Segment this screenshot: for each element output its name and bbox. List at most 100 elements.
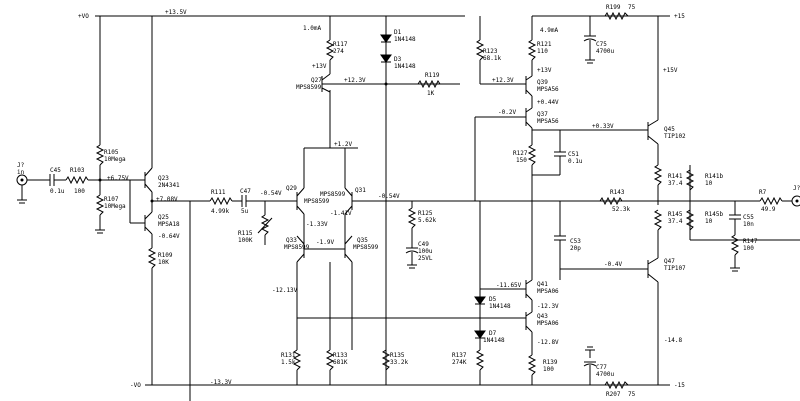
pos-rail-label: +VO — [78, 13, 89, 20]
q23-ref: Q23 — [158, 175, 169, 182]
r143: R143 52.3k — [599, 189, 630, 213]
minus15-rail: -15 — [532, 380, 685, 390]
q29: Q29 MPS8599 — [286, 185, 330, 215]
c77-ref: C77 — [596, 364, 607, 371]
r145: R145 37.4 — [653, 209, 683, 231]
q29-val: MPS8599 — [304, 198, 330, 205]
neg-rail-voltage: -13.3V — [210, 379, 232, 386]
q43: Q43 MPSA06 — [525, 311, 559, 333]
r7-ref: R7 — [759, 189, 767, 196]
q35-ref: Q35 — [357, 237, 368, 244]
r105: R105 10Mega — [95, 144, 126, 166]
c55-val: 10n — [743, 221, 754, 228]
c45-val: 0.1u — [50, 188, 65, 195]
r199-ref: R199 — [606, 4, 621, 11]
d7-ref: D7 — [489, 330, 497, 337]
r143-val: 52.3k — [612, 206, 630, 213]
r141-ref: R141 — [668, 173, 683, 180]
c75: C75 4700u — [583, 16, 614, 64]
r133-ref: R133 — [333, 352, 348, 359]
d1: D1 1N4148 — [380, 29, 416, 43]
c53: C53 20p — [554, 201, 581, 280]
q39-ref: Q39 — [537, 79, 548, 86]
c49-rating: 25VL — [418, 255, 433, 262]
positive-rail: +VO +13.5V — [78, 9, 465, 20]
q25: Q25 MPSA18 — [144, 211, 180, 235]
r141-val: 37.4 — [668, 180, 683, 187]
r147-ref: R147 — [743, 238, 758, 245]
r139: R139 100 — [527, 354, 558, 376]
d5-ref: D5 — [489, 296, 497, 303]
q47-val: TIP107 — [664, 265, 686, 272]
q31-ref: Q31 — [355, 187, 366, 194]
r141b-ref: R141b — [705, 173, 723, 180]
d5-val: 1N4148 — [489, 303, 511, 310]
r139-val: 100 — [543, 366, 554, 373]
r141b: R141b 10 — [685, 165, 723, 205]
r147: R147 100 — [730, 234, 758, 256]
c45: C45 0.1u — [49, 167, 65, 195]
plus15-rail: +15 +15V — [532, 11, 685, 74]
node-v-675: +6.75V — [107, 175, 129, 182]
q25-ref: Q25 — [158, 214, 169, 221]
q35-val: MPS8599 — [353, 244, 379, 251]
r127-ref: R127 — [513, 150, 528, 157]
r111: R111 4.99k — [209, 189, 233, 215]
r121: R121 110 — [527, 39, 552, 61]
input-connector-sub: in — [17, 169, 25, 176]
r131-val: 1.5k — [281, 359, 296, 366]
node-v-1ma: 1.0mA — [303, 25, 321, 32]
q45: Q45 TIP102 — [647, 119, 686, 145]
c77-val: 4700u — [596, 371, 614, 378]
r107-ref: R107 — [104, 196, 119, 203]
r145b: R145b 10 — [685, 205, 723, 240]
r207-ref: R207 — [606, 391, 621, 398]
node-v-128: -12.8V — [537, 339, 559, 346]
r7: R7 49.9 — [759, 189, 783, 213]
node-v-123a: +12.3V — [344, 77, 366, 84]
q23-val: 2N4341 — [158, 182, 180, 189]
r145-ref: R145 — [668, 211, 683, 218]
q39: Q39 MPSA56 — [525, 75, 559, 97]
r117: R117 274 — [325, 39, 348, 61]
r115-val: 100K — [238, 237, 253, 244]
c75-ref: C75 — [596, 41, 607, 48]
minus15-label: -15 — [674, 382, 685, 389]
q37-ref: Q37 — [537, 111, 548, 118]
r121-ref: R121 — [537, 41, 552, 48]
r135: R135 33.2k — [381, 349, 408, 371]
q41-ref: Q41 — [537, 281, 548, 288]
plus15-label: +15 — [674, 13, 685, 20]
r107: R107 10Mega — [95, 194, 126, 216]
c47-val: 5u — [241, 208, 249, 215]
r123-val: 68.1k — [483, 55, 501, 62]
r141b-val: 10 — [705, 180, 713, 187]
node-v-123b: +12.3V — [492, 77, 514, 84]
c53-val: 20p — [570, 245, 581, 252]
node-v-04: -0.4V — [604, 261, 622, 268]
c51-ref: C51 — [568, 151, 579, 158]
r127-val: 150 — [516, 157, 527, 164]
node-v-044: +0.44V — [537, 99, 559, 106]
r111-ref: R111 — [211, 189, 226, 196]
node-v-033: +0.33V — [592, 123, 614, 130]
r145-val: 37.4 — [668, 218, 683, 225]
r137-ref: R137 — [452, 352, 467, 359]
q33-ref: Q33 — [286, 237, 297, 244]
r109: R109 10K — [147, 247, 173, 269]
r117-val: 274 — [333, 48, 344, 55]
r133-val: 681K — [333, 359, 348, 366]
output-jack: J? — [791, 185, 800, 207]
pos-rail-voltage: +13.5V — [165, 9, 187, 16]
q41: Q41 MPSA06 — [525, 279, 559, 301]
q27-val: MPS8599 — [296, 84, 322, 91]
r131: R131 1.5k — [281, 349, 302, 371]
c49-val: 100u — [418, 248, 433, 255]
q35: Q35 MPS8599 — [344, 235, 379, 263]
r137: R137 274K — [452, 349, 485, 371]
q33-val: MPS8599 — [284, 244, 310, 251]
c47-ref: C47 — [240, 188, 251, 195]
q25-val: MPSA18 — [158, 221, 180, 228]
plus15v-label: +15V — [663, 67, 678, 74]
q47-ref: Q47 — [664, 258, 675, 265]
